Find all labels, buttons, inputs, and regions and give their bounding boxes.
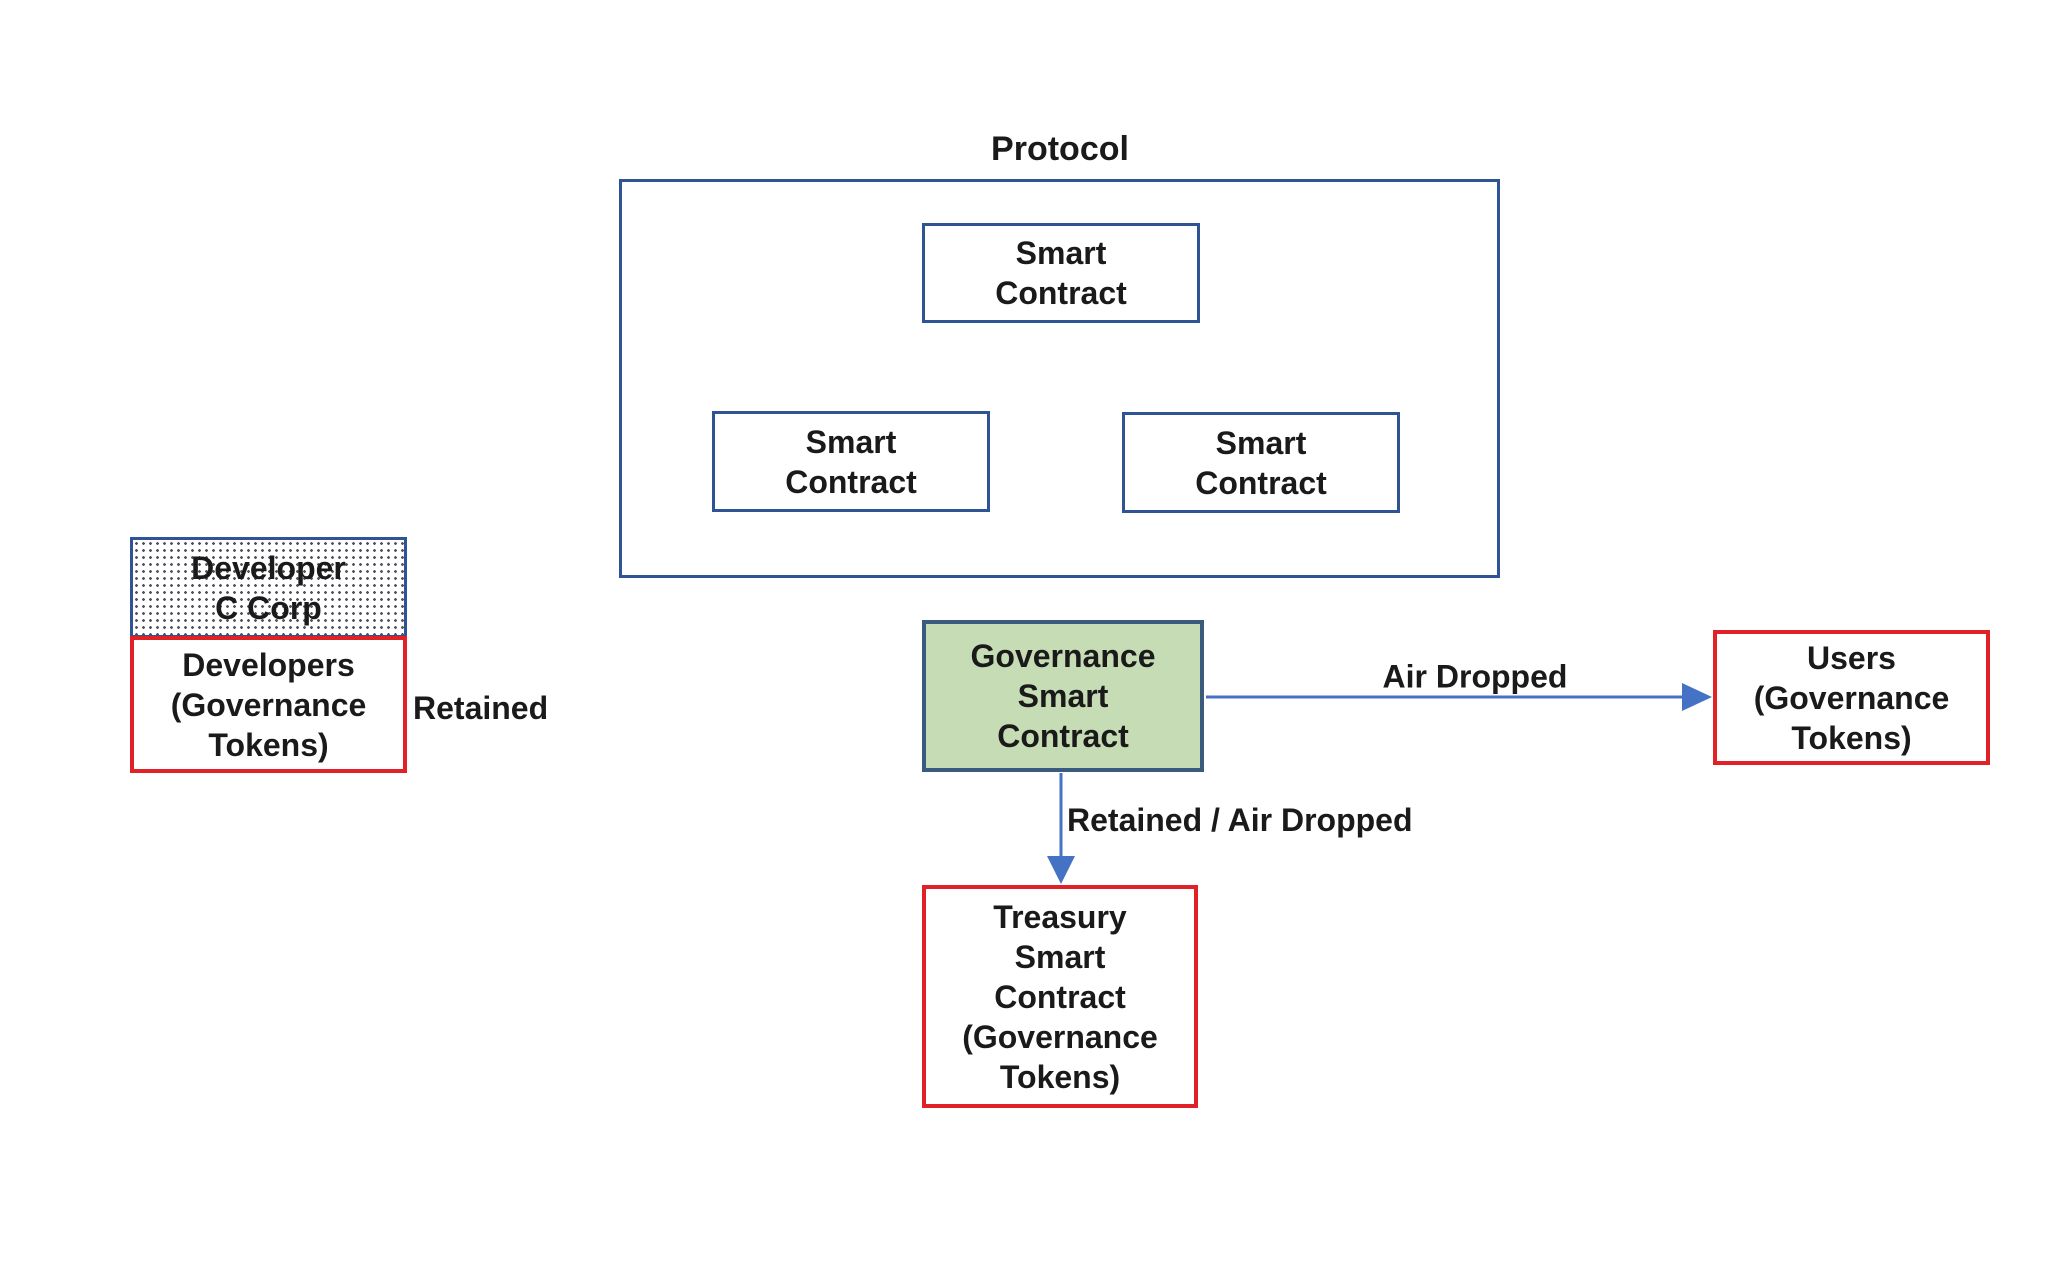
retained-label: Retained [413,690,549,726]
users-box: Users (Governance Tokens) [1713,630,1990,765]
treasury-box: Treasury Smart Contract (Governance Toke… [922,885,1198,1108]
protocol-title: Protocol [991,130,1129,168]
air-dropped-label: Air Dropped [1382,658,1568,695]
developers-label: Developers (Governance Tokens) [170,646,367,763]
developers-box: Developers (Governance Tokens) [130,636,407,773]
smart-contract-label: Smart Contract [995,235,1127,311]
smart-contract-label: Smart Contract [1195,424,1327,501]
arrow-head-down-icon [1047,856,1075,884]
protocol-container-box [619,179,1500,578]
smart-contract-box-left: Smart Contract [712,411,990,512]
smart-contract-box-right: Smart Contract [1122,412,1400,513]
smart-contract-label: Smart Contract [785,423,917,500]
retained-air-dropped-label: Retained / Air Dropped [1067,802,1413,838]
governance-smart-contract-label: Governance Smart Contract [970,638,1156,754]
arrow-head-right-icon [1682,683,1712,711]
developer-c-corp-box: Developer C Corp [130,537,407,638]
smart-contract-box-top: Smart Contract [922,223,1200,323]
governance-smart-contract-box: Governance Smart Contract [922,620,1204,772]
developer-c-corp-label: Developer C Corp [191,549,346,626]
treasury-label: Treasury Smart Contract (Governance Toke… [962,898,1158,1095]
users-label: Users (Governance Tokens) [1753,639,1950,756]
